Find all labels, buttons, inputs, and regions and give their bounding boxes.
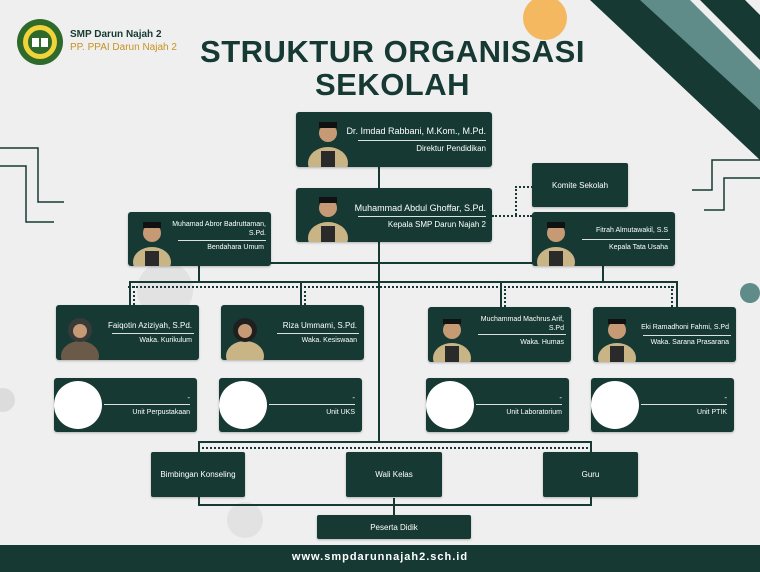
admin-head-photo	[537, 222, 575, 266]
unit-ict-name: -	[724, 393, 727, 402]
footer-bar: www.smpdarunnajah2.sch.id	[0, 545, 760, 572]
director-photo	[308, 122, 348, 167]
treasurer-card: Muhamad Abror Badruttaman, S.Pd. Bendaha…	[128, 212, 271, 266]
dotted-facilities	[671, 286, 673, 307]
connector-director-principal	[378, 166, 380, 188]
deco-line-right-1	[692, 159, 760, 191]
director-name: Dr. Imdad Rabbani, M.Kom., M.Pd.	[346, 126, 486, 136]
deco-dark-stripe	[590, 0, 760, 160]
students-box: Peserta Didik	[317, 515, 471, 539]
vice-principal-curriculum-photo	[61, 318, 99, 360]
principal-name: Muhammad Abdul Ghoffar, S.Pd.	[354, 203, 486, 213]
connector-facilities	[676, 281, 678, 307]
deco-grey-circle	[137, 262, 193, 318]
dotted-committee-h	[492, 215, 532, 217]
deco-grey-circle-2	[0, 388, 15, 412]
dotted-curriculum	[133, 286, 135, 305]
unit-laboratory-role: Unit Laboratorium	[506, 409, 562, 416]
connector-admin-drop	[602, 262, 604, 282]
vice-principal-facilities-photo	[598, 319, 636, 362]
unit-health-card: - Unit UKS	[219, 378, 362, 432]
vice-principal-curriculum-card: Faiqotin Aziziyah, S.Pd. Waka. Kurikulum	[56, 305, 199, 360]
deco-dark-stripe-2	[700, 0, 760, 60]
deco-line-left-1	[0, 147, 64, 203]
admin-head-name: Fitrah Almutawakil, S.S	[596, 227, 668, 234]
unit-laboratory-photo-placeholder	[426, 381, 474, 429]
committee-box: Komite Sekolah	[532, 163, 628, 207]
connector-counseling-up	[198, 496, 200, 506]
unit-ict-card: - Unit PTIK	[591, 378, 734, 432]
vice-principal-student-affairs-card: Riza Ummami, S.Pd. Waka. Kesiswaan	[221, 305, 364, 360]
deco-grey-circle-3	[227, 502, 263, 538]
vice-principal-public-relations-role: Waka. Humas	[520, 339, 564, 346]
vice-principal-curriculum-name: Faiqotin Aziziyah, S.Pd.	[107, 321, 192, 330]
connector-treasurer-drop	[198, 262, 200, 282]
vice-principal-student-affairs-name: Riza Ummami, S.Pd.	[282, 321, 357, 330]
principal-card: Muhammad Abdul Ghoffar, S.Pd. Kepala SMP…	[296, 188, 492, 242]
connector-bottom-bar	[198, 441, 592, 443]
connector-admin-bar	[198, 262, 604, 264]
unit-library-card: - Unit Perpustakaan	[54, 378, 197, 432]
dotted-committee-v	[515, 186, 517, 215]
unit-ict-photo-placeholder	[591, 381, 639, 429]
unit-library-role: Unit Perpustakaan	[132, 409, 190, 416]
unit-health-photo-placeholder	[219, 381, 267, 429]
treasurer-role: Bendahara Umum	[207, 244, 264, 251]
dotted-student-affairs	[304, 286, 306, 305]
counseling-box: Bimbingan Konseling	[151, 452, 245, 497]
page-title-line-1: STRUKTUR ORGANISASI	[200, 34, 585, 69]
unit-health-role: Unit UKS	[326, 409, 355, 416]
deco-teal-dot	[740, 283, 760, 303]
school-name: SMP Darun Najah 2	[70, 29, 162, 40]
vice-principal-public-relations-name: Muchammad Machrus Arif, S.Pd	[480, 316, 564, 332]
deco-orange-circle	[523, 0, 567, 40]
vice-principal-facilities-name: Eki Ramadhoni Fahmi, S.Pd	[641, 324, 729, 331]
deco-teal-stripe	[640, 0, 760, 110]
treasurer-name: Muhamad Abror Badruttaman, S.Pd.	[172, 221, 266, 237]
unit-library-photo-placeholder	[54, 381, 102, 429]
footer-website[interactable]: www.smpdarunnajah2.sch.id	[291, 551, 469, 563]
dotted-bottom-bar	[198, 447, 592, 449]
connector-teachers-up	[590, 496, 592, 506]
unit-laboratory-name: -	[559, 393, 562, 402]
connector-student-affairs	[300, 281, 302, 305]
dotted-public-relations	[504, 286, 506, 307]
vice-principal-student-affairs-photo	[226, 318, 264, 360]
school-logo	[17, 19, 63, 65]
connector-main-trunk	[378, 282, 380, 442]
principal-role: Kepala SMP Darun Najah 2	[387, 220, 486, 229]
page-title-line-2: SEKOLAH	[314, 67, 471, 102]
connector-staff-bar	[129, 281, 678, 283]
admin-head-card: Fitrah Almutawakil, S.S Kepala Tata Usah…	[532, 212, 675, 266]
connector-students-bar	[198, 504, 592, 506]
director-card: Dr. Imdad Rabbani, M.Kom., M.Pd. Direktu…	[296, 112, 492, 167]
connector-students	[393, 498, 395, 516]
connector-public-relations	[500, 281, 502, 307]
unit-library-name: -	[187, 393, 190, 402]
vice-principal-facilities-role: Waka. Sarana Prasarana	[650, 339, 729, 346]
admin-head-role: Kepala Tata Usaha	[608, 244, 668, 251]
deco-line-left-2	[0, 165, 54, 223]
dotted-staff-bar	[128, 286, 678, 288]
page-title: STRUKTUR ORGANISASI SEKOLAH	[190, 35, 595, 101]
homeroom-box: Wali Kelas	[346, 452, 442, 497]
unit-laboratory-card: - Unit Laboratorium	[426, 378, 569, 432]
unit-health-name: -	[352, 393, 355, 402]
teachers-box: Guru	[543, 452, 638, 497]
connector-curriculum	[129, 281, 131, 305]
principal-photo	[308, 197, 348, 242]
unit-ict-role: Unit PTIK	[697, 409, 727, 416]
vice-principal-public-relations-card: Muchammad Machrus Arif, S.Pd Waka. Humas	[428, 307, 571, 362]
vice-principal-public-relations-photo	[433, 319, 471, 362]
vice-principal-facilities-card: Eki Ramadhoni Fahmi, S.Pd Waka. Sarana P…	[593, 307, 736, 362]
vice-principal-curriculum-role: Waka. Kurikulum	[139, 337, 192, 344]
dotted-committee-top	[515, 186, 533, 188]
director-role: Direktur Pendidikan	[416, 144, 486, 153]
pesantren-name: PP. PPAI Darun Najah 2	[70, 42, 177, 53]
deco-line-right-2	[704, 177, 760, 211]
treasurer-photo	[133, 222, 171, 266]
vice-principal-student-affairs-role: Waka. Kesiswaan	[301, 337, 357, 344]
